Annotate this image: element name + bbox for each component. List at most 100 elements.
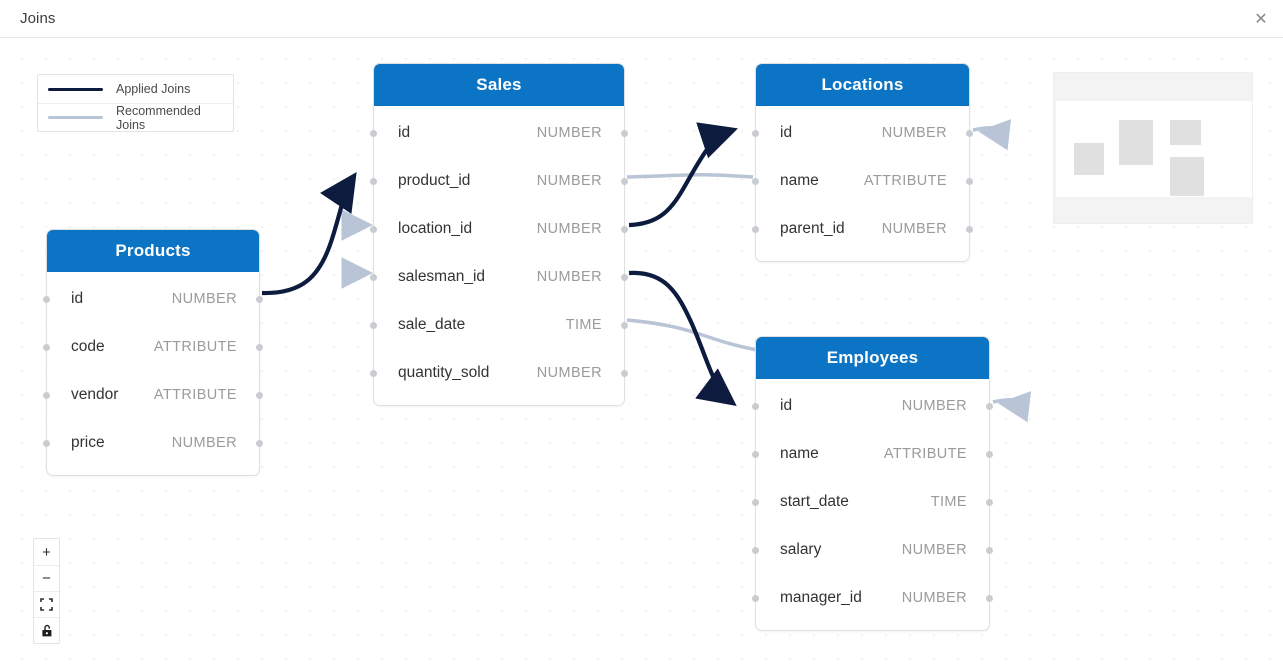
column-name: id xyxy=(780,124,793,141)
table-row[interactable]: id NUMBER xyxy=(370,109,628,157)
table-row[interactable]: name ATTRIBUTE xyxy=(752,157,973,205)
table-row[interactable]: code ATTRIBUTE xyxy=(43,323,263,371)
port-right[interactable] xyxy=(256,295,263,303)
column-type: ATTRIBUTE xyxy=(883,446,967,462)
table-title: Employees xyxy=(826,348,919,367)
edge-applied-sales-salesman-employees-id[interactable] xyxy=(628,270,737,407)
table-row[interactable]: name ATTRIBUTE xyxy=(752,430,993,478)
column-name: name xyxy=(780,445,819,462)
port-left[interactable] xyxy=(43,391,50,399)
table-row[interactable]: price NUMBER xyxy=(43,419,263,467)
table-row[interactable]: product_id NUMBER xyxy=(370,157,628,205)
port-right[interactable] xyxy=(986,594,993,602)
port-right[interactable] xyxy=(256,391,263,399)
edge-recommended-selfloop-employees-id[interactable] xyxy=(992,391,1032,423)
port-left[interactable] xyxy=(752,546,759,554)
table-header-sales[interactable]: Sales xyxy=(374,64,624,106)
port-left[interactable] xyxy=(370,129,377,137)
port-right[interactable] xyxy=(986,450,993,458)
column-type: TIME xyxy=(565,317,602,333)
minimap-node xyxy=(1170,120,1201,145)
minimap-node xyxy=(1170,157,1204,196)
column-name: price xyxy=(71,434,105,451)
port-right[interactable] xyxy=(621,129,628,137)
table-row[interactable]: salary NUMBER xyxy=(752,526,993,574)
port-left[interactable] xyxy=(752,177,759,185)
column-type: ATTRIBUTE xyxy=(153,339,237,355)
lock-icon[interactable] xyxy=(34,617,59,643)
table-header-locations[interactable]: Locations xyxy=(756,64,969,106)
table-row[interactable]: start_date TIME xyxy=(752,478,993,526)
table-columns: id NUMBER name ATTRIBUTE start_date TIME… xyxy=(752,379,993,630)
table-row[interactable]: vendor ATTRIBUTE xyxy=(43,371,263,419)
port-right[interactable] xyxy=(621,225,628,233)
table-node-sales[interactable]: Sales id NUMBER product_id NUMBER locati… xyxy=(370,63,628,406)
port-left[interactable] xyxy=(370,273,377,281)
port-left[interactable] xyxy=(752,129,759,137)
joins-canvas[interactable]: Applied Joins Recommended Joins Products… xyxy=(0,39,1283,667)
port-left[interactable] xyxy=(43,343,50,351)
edge-recommended-sales-product-locations-name[interactable] xyxy=(626,172,754,179)
column-name: sale_date xyxy=(398,316,466,333)
table-row[interactable]: quantity_sold NUMBER xyxy=(370,349,628,397)
port-right[interactable] xyxy=(986,546,993,554)
table-header-employees[interactable]: Employees xyxy=(756,337,989,379)
edge-recommended-selfloop-locations-id[interactable] xyxy=(972,119,1012,151)
page-title: Joins xyxy=(20,10,56,27)
column-type: NUMBER xyxy=(536,173,602,189)
port-right[interactable] xyxy=(621,177,628,185)
column-name: id xyxy=(398,124,411,141)
port-right[interactable] xyxy=(966,225,973,233)
zoom-out-icon[interactable]: − xyxy=(34,565,59,591)
port-right[interactable] xyxy=(256,439,263,447)
legend-item-applied-joins: Applied Joins xyxy=(38,75,233,103)
minimap-viewport[interactable] xyxy=(1056,101,1252,197)
table-row[interactable]: parent_id NUMBER xyxy=(752,205,973,253)
table-row[interactable]: manager_id NUMBER xyxy=(752,574,993,622)
port-left[interactable] xyxy=(752,594,759,602)
port-right[interactable] xyxy=(621,273,628,281)
table-title: Sales xyxy=(476,75,522,94)
legend-label-applied: Applied Joins xyxy=(116,82,191,96)
port-left[interactable] xyxy=(370,225,377,233)
column-type: NUMBER xyxy=(536,365,602,381)
table-node-locations[interactable]: Locations id NUMBER name ATTRIBUTE paren… xyxy=(752,63,973,262)
column-type: NUMBER xyxy=(536,269,602,285)
table-title: Locations xyxy=(821,75,904,94)
minimap[interactable] xyxy=(1053,72,1253,224)
port-left[interactable] xyxy=(752,402,759,410)
table-node-products[interactable]: Products id NUMBER code ATTRIBUTE vendor… xyxy=(43,229,263,476)
column-type: NUMBER xyxy=(901,398,967,414)
port-left[interactable] xyxy=(370,369,377,377)
port-right[interactable] xyxy=(621,369,628,377)
port-right[interactable] xyxy=(966,129,973,137)
table-node-employees[interactable]: Employees id NUMBER name ATTRIBUTE start… xyxy=(752,336,993,631)
edge-applied-products-id-sales-product-id[interactable] xyxy=(261,172,357,296)
column-type: NUMBER xyxy=(171,435,237,451)
port-left[interactable] xyxy=(752,498,759,506)
table-row[interactable]: salesman_id NUMBER xyxy=(370,253,628,301)
table-row[interactable]: id NUMBER xyxy=(752,109,973,157)
table-row[interactable]: sale_date TIME xyxy=(370,301,628,349)
port-left[interactable] xyxy=(752,225,759,233)
table-row[interactable]: location_id NUMBER xyxy=(370,205,628,253)
edge-applied-sales-location-locations-id[interactable] xyxy=(628,122,738,228)
fit-screen-icon[interactable] xyxy=(34,591,59,617)
port-right[interactable] xyxy=(966,177,973,185)
port-left[interactable] xyxy=(370,321,377,329)
port-left[interactable] xyxy=(43,295,50,303)
table-row[interactable]: id NUMBER xyxy=(752,382,993,430)
lock-glyph xyxy=(41,624,51,636)
table-title: Products xyxy=(115,241,191,260)
port-right[interactable] xyxy=(986,498,993,506)
table-row[interactable]: id NUMBER xyxy=(43,275,263,323)
port-left[interactable] xyxy=(370,177,377,185)
port-left[interactable] xyxy=(43,439,50,447)
port-right[interactable] xyxy=(986,402,993,410)
port-right[interactable] xyxy=(621,321,628,329)
close-icon[interactable]: ✕ xyxy=(1254,11,1268,28)
port-right[interactable] xyxy=(256,343,263,351)
port-left[interactable] xyxy=(752,450,759,458)
table-header-products[interactable]: Products xyxy=(47,230,259,272)
zoom-in-icon[interactable]: + xyxy=(42,543,51,561)
